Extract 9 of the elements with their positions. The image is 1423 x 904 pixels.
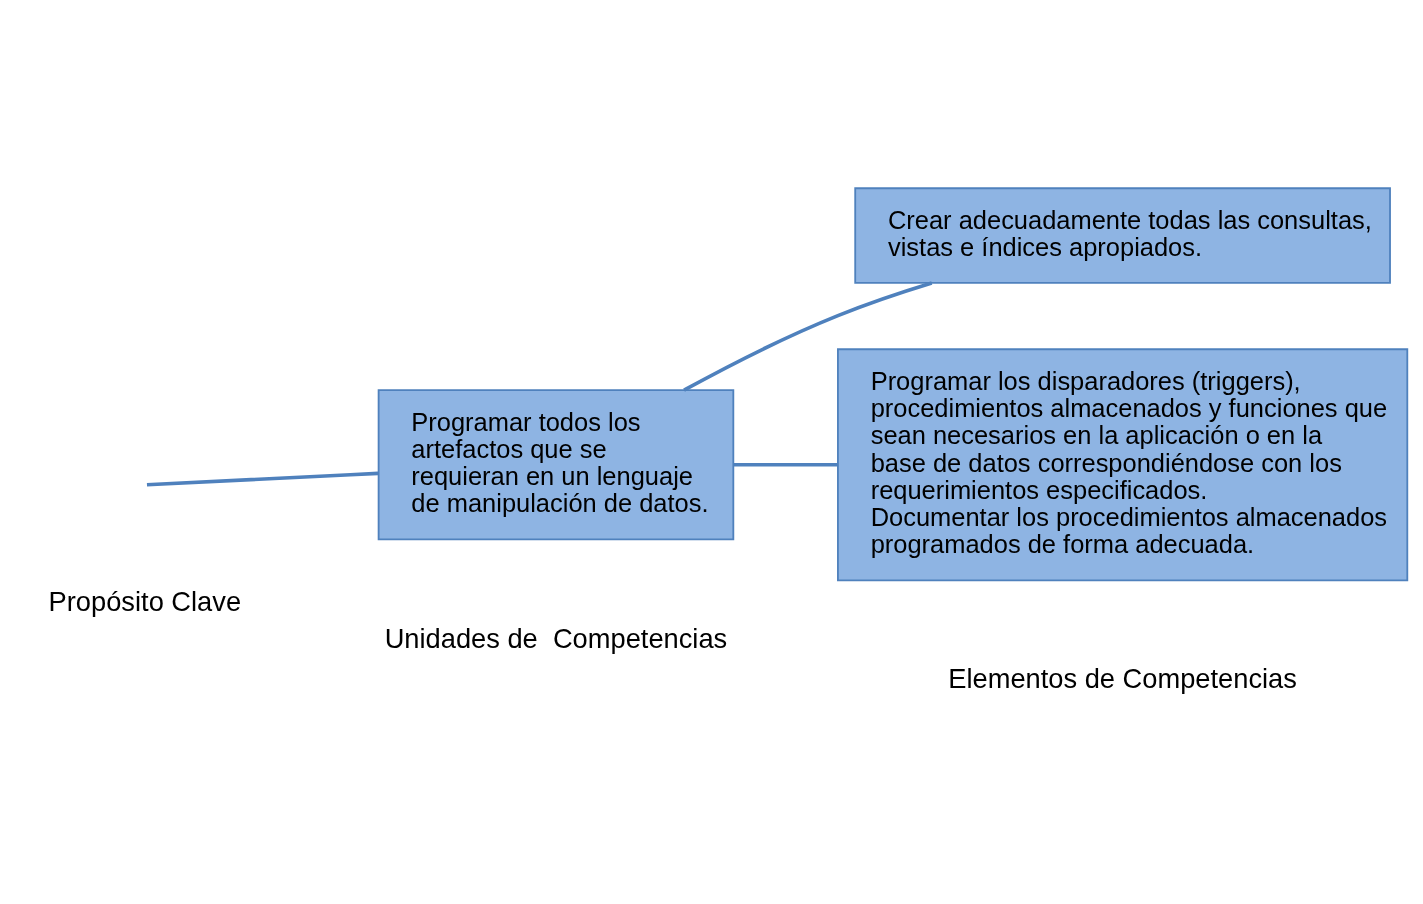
- connector: [146, 471, 379, 487]
- node-box: Programar todos los artefactos que se requieran en un lenguaje de manipulación de datos.: [377, 388, 735, 540]
- connector: [733, 462, 838, 467]
- label: Propósito Clave: [48, 585, 242, 617]
- node-box: Crear adecuadamente todas las consultas, vistas e índices apropiados.: [854, 186, 1391, 284]
- label: Unidades de Competencias: [384, 622, 728, 654]
- label: Elementos de Competencias: [948, 662, 1297, 694]
- connector: [683, 280, 933, 392]
- node-box: Programar los disparadores (triggers), procedimientos almacenados y funciones que sean necesarios en la aplicación o en la base de datos correspondiéndose con los requerimientos especificados. Documentar los procedimientos almacenados programados de forma adecuada.: [837, 347, 1409, 581]
